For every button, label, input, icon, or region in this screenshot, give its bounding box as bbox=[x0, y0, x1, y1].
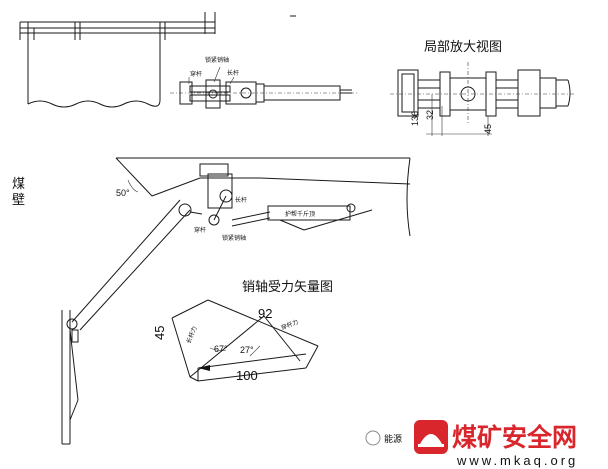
helmet-logo-icon bbox=[414, 420, 448, 454]
side-view-drawing bbox=[61, 157, 411, 445]
watermark-url: www.mkaq.org bbox=[456, 453, 578, 468]
watermark: 能源 煤矿安全网 www.mkaq.org bbox=[365, 420, 578, 468]
dim-45: 45 bbox=[483, 124, 493, 134]
detail-view-title: 局部放大视图 bbox=[424, 40, 502, 55]
detail-view-drawing bbox=[390, 62, 574, 136]
top-label-long-rod: 长杆 bbox=[227, 69, 239, 77]
coal-wall-char-1: 煤 bbox=[12, 177, 25, 192]
top-plan-view bbox=[19, 12, 358, 109]
side-label-long-rod: 长杆 bbox=[235, 196, 247, 204]
angle-27-label: 27° bbox=[240, 345, 254, 355]
side-label-jack: 护帮千斤顶 bbox=[285, 210, 315, 218]
side-92-label: 92 bbox=[258, 306, 272, 321]
coal-wall-char-2: 壁 bbox=[12, 193, 25, 208]
top-label-short-rod: 穿杆 bbox=[190, 70, 202, 78]
top-label-pin: 锁紧销轴 bbox=[205, 56, 229, 64]
side-45-label: 45 bbox=[152, 326, 167, 340]
side-100-label: 100 bbox=[236, 368, 258, 383]
angle-67-label: 67° bbox=[214, 344, 228, 354]
dim-136: 136 bbox=[410, 111, 420, 126]
side-label-pin: 锁紧销轴 bbox=[222, 234, 246, 242]
vector-diagram-title: 销轴受力矢量图 bbox=[242, 280, 333, 295]
chat-icon bbox=[365, 430, 381, 446]
side-label-short-rod: 穿杆 bbox=[194, 226, 206, 234]
watermark-brand: 煤矿安全网 bbox=[452, 423, 577, 452]
dim-32: 32 bbox=[425, 110, 435, 120]
watermark-left-text: 能源 bbox=[384, 433, 402, 445]
vector-triangle bbox=[171, 299, 319, 382]
angle-50-label: 50° bbox=[116, 188, 130, 198]
force-short-label: 穿杆力 bbox=[280, 318, 300, 332]
force-long-label: 长杆力 bbox=[184, 325, 198, 345]
